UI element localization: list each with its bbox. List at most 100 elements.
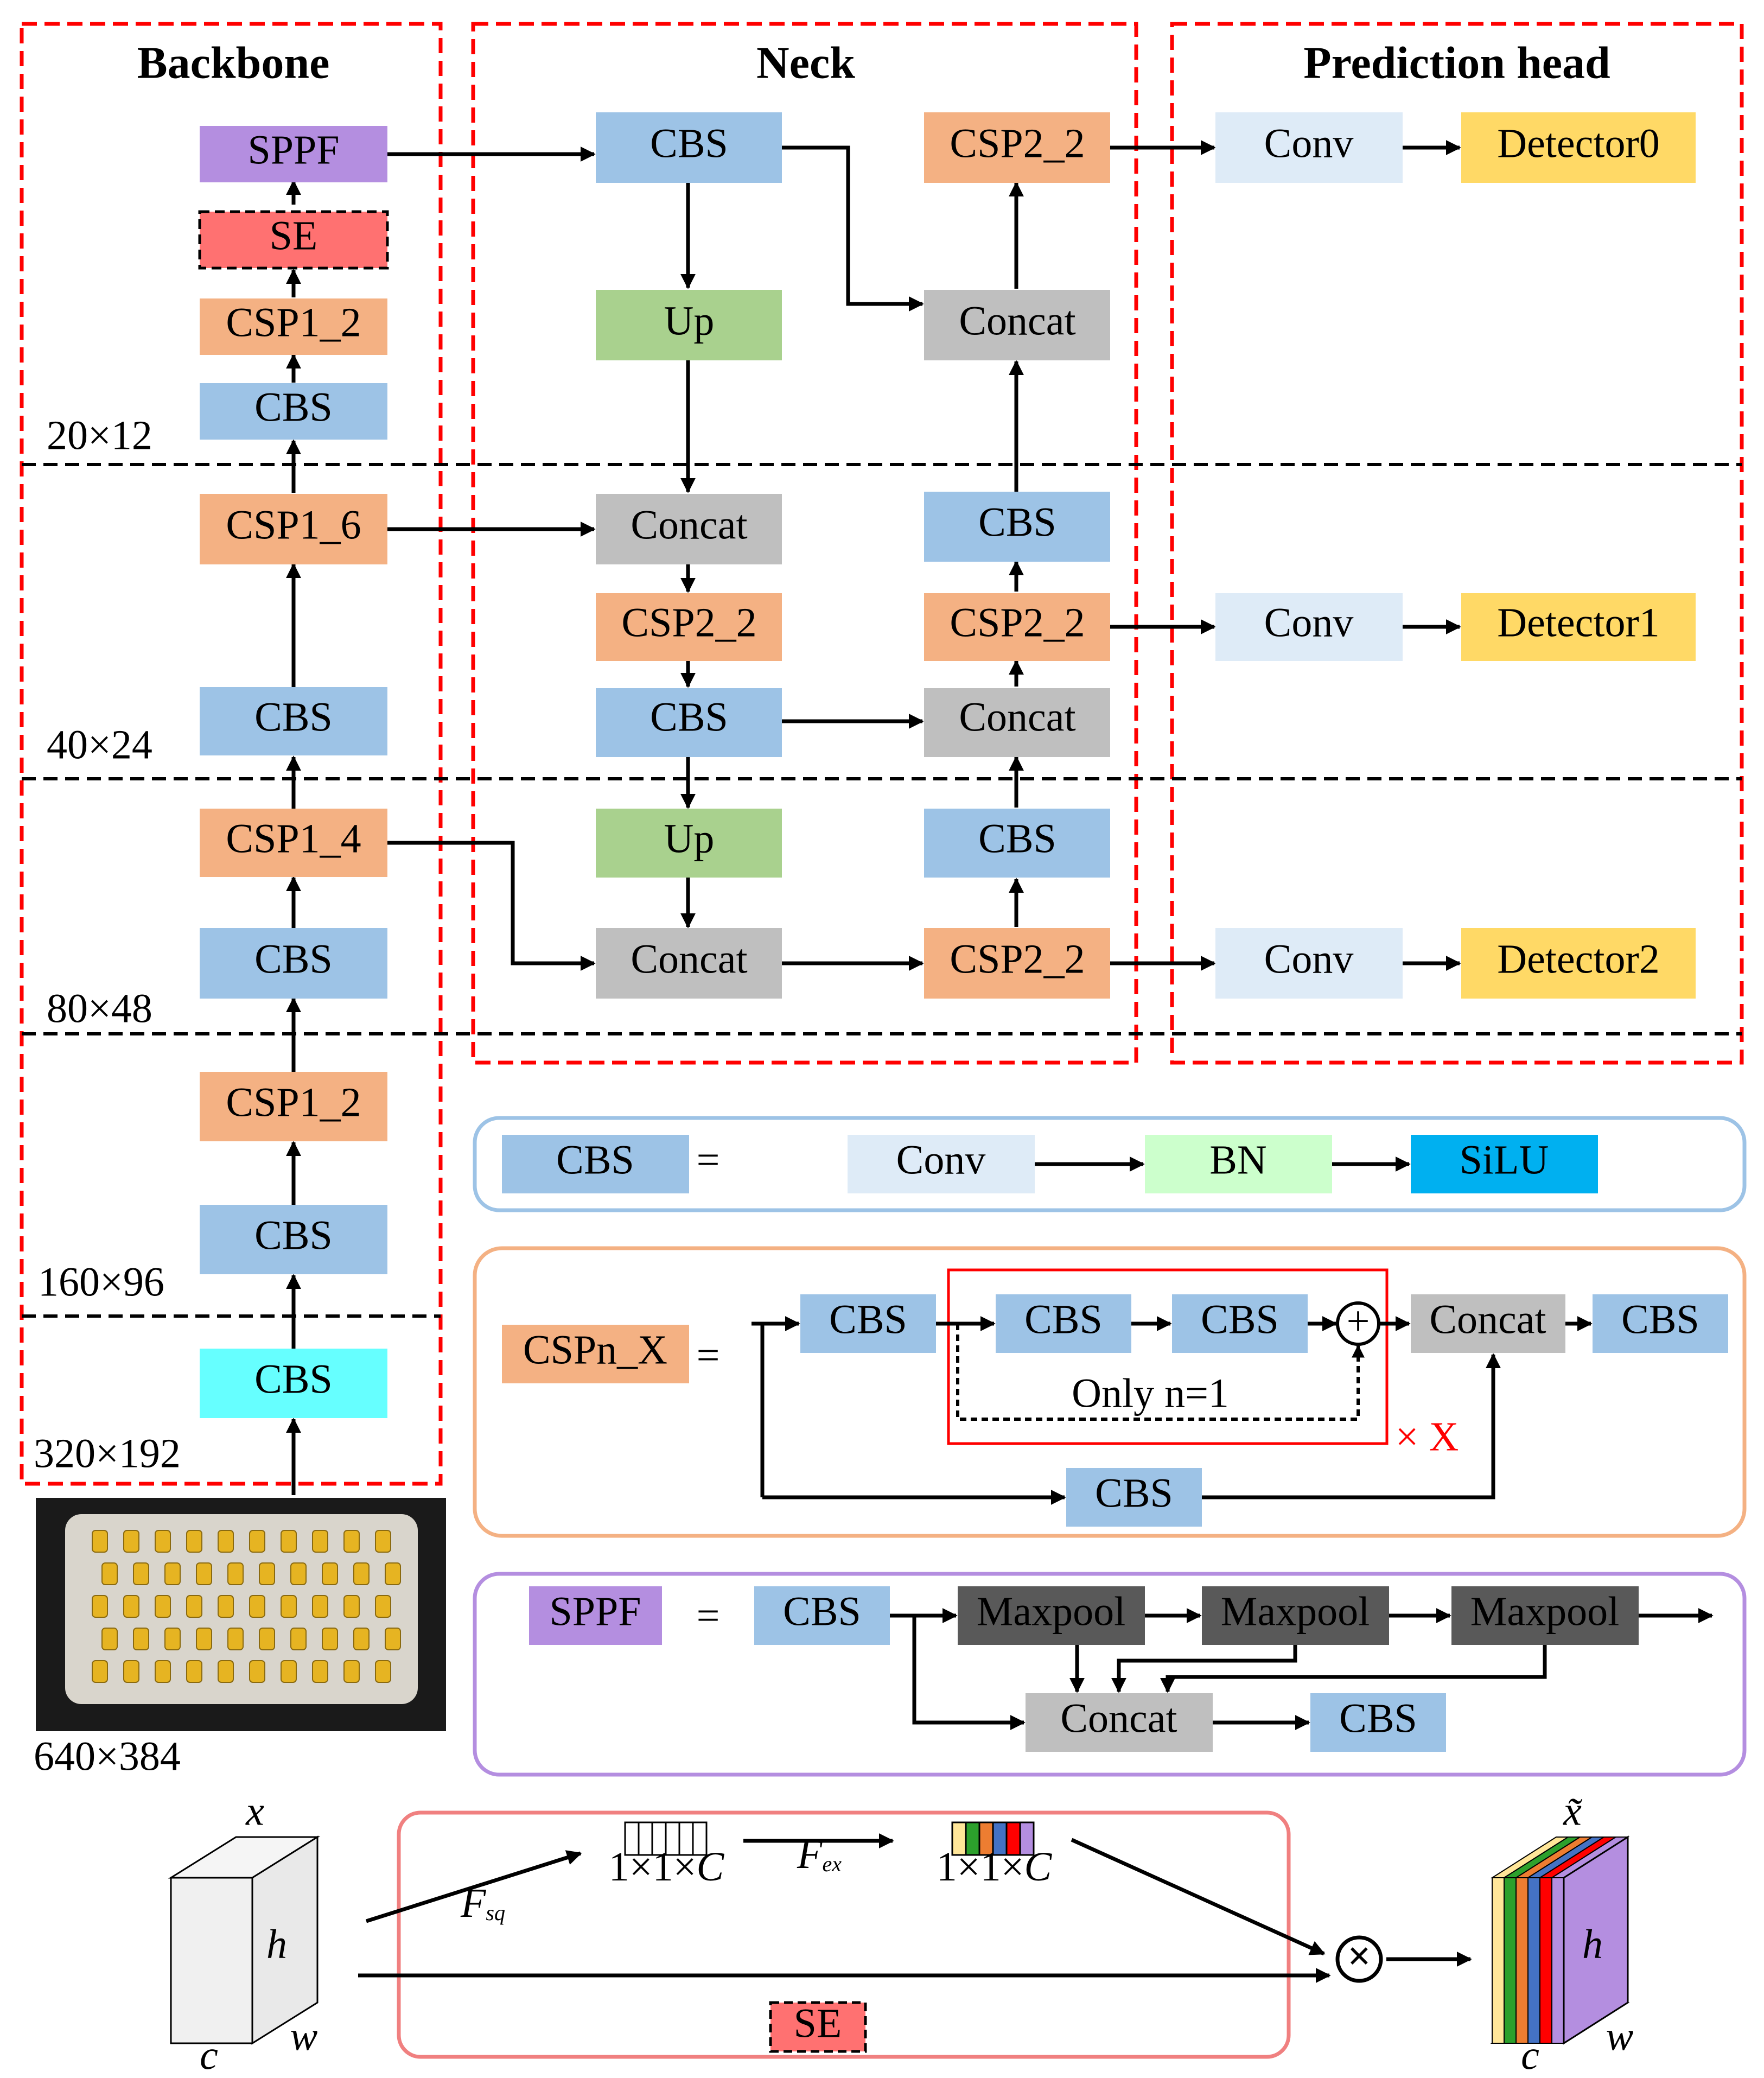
maxpool-block: [958, 1586, 1145, 1645]
maxpool-label: Maxpool: [1221, 1588, 1370, 1634]
connector-pin: [164, 1628, 181, 1650]
connector-pin: [155, 1530, 171, 1553]
detector-block: [1461, 112, 1696, 183]
concat-block: [596, 494, 782, 564]
connector-pin: [322, 1562, 338, 1585]
connector-pin: [259, 1562, 275, 1585]
conv-label: Conv: [1264, 600, 1354, 645]
connector-pin: [186, 1660, 202, 1683]
cbs-block: [596, 688, 782, 757]
connector-pin: [155, 1595, 171, 1618]
h-label: h: [266, 1921, 287, 1967]
connector-pin: [186, 1530, 202, 1553]
detector-block: [1461, 928, 1696, 999]
vector-cell: [624, 1821, 640, 1856]
vector-cell: [1019, 1821, 1035, 1856]
cbs-label: CBS: [254, 1212, 333, 1258]
conv-block: [848, 1135, 1035, 1193]
connector-pin: [218, 1530, 234, 1553]
csp1-6-block: [200, 494, 387, 564]
neck-title: Neck: [756, 37, 855, 88]
csp1-2-block: [200, 1072, 387, 1141]
c-label: c: [200, 2032, 218, 2075]
maxpool-block: [1202, 1586, 1389, 1645]
shortcut-dashed: [956, 1324, 1365, 1421]
cbs-block: [200, 1205, 387, 1274]
neck-frame: [471, 22, 1138, 1065]
connector-pin: [196, 1628, 212, 1650]
cbs-block: [1066, 1468, 1202, 1527]
maxpool-block: [1451, 1586, 1639, 1645]
connector-pin: [343, 1660, 360, 1683]
cbs-block: [800, 1294, 936, 1353]
csp-legend-key-label: CSPn_X: [523, 1327, 667, 1372]
add-symbol: +: [1347, 1298, 1370, 1344]
cbs-block: [1310, 1693, 1446, 1752]
se-badge: [769, 2001, 867, 2053]
head-frame: [1170, 22, 1744, 1065]
detector-label: Detector1: [1497, 600, 1660, 645]
connector-pin: [281, 1595, 297, 1618]
connector-pin: [123, 1530, 139, 1553]
connector-pin: [249, 1530, 265, 1553]
connector-pin: [385, 1628, 401, 1650]
connector-pin: [92, 1660, 108, 1683]
bn-label: BN: [1209, 1137, 1267, 1183]
connector-pin: [227, 1628, 244, 1650]
cbs-label: CBS: [829, 1297, 907, 1342]
connector-pin: [375, 1530, 391, 1553]
se-diagram-frame: [397, 1810, 1291, 2059]
concat-label: Concat: [1429, 1297, 1546, 1342]
connector-pin: [353, 1562, 370, 1585]
connector-pin: [249, 1595, 265, 1618]
concat-block: [596, 928, 782, 999]
connector-pin: [375, 1660, 391, 1683]
vector-cell: [651, 1821, 667, 1856]
up-block: [596, 809, 782, 878]
connector-pin: [164, 1562, 181, 1585]
cbs-label: CBS: [978, 499, 1056, 545]
conv-block: [1215, 112, 1403, 183]
cbs-label: CBS: [1339, 1695, 1417, 1741]
cbs-block: [924, 492, 1110, 562]
connector-pin: [312, 1530, 328, 1553]
connector-pin: [133, 1628, 149, 1650]
csp-legend-arrows: [752, 1316, 1593, 1505]
csp2-2-label: CSP2_2: [950, 600, 1085, 645]
vector-cell: [1005, 1821, 1021, 1856]
vector-cell: [665, 1821, 680, 1856]
connector-pin: [218, 1595, 234, 1618]
cbs-label: CBS: [1095, 1470, 1173, 1516]
excitation-vector: [951, 1821, 1035, 1856]
sppf-legend-key-label: SPPF: [549, 1588, 641, 1634]
conv-label: Conv: [896, 1137, 986, 1183]
csp1-2-label: CSP1_2: [226, 1079, 361, 1125]
sppf-block: [200, 126, 387, 182]
connector-pin: [155, 1660, 171, 1683]
vector-cell: [951, 1821, 967, 1856]
connector-pin: [249, 1660, 265, 1683]
cbs-input-label: CBS: [254, 1356, 333, 1402]
conv-block: [1215, 593, 1403, 661]
scale-label: 640×384: [34, 1733, 181, 1779]
h-label: h: [1582, 1921, 1603, 1967]
w-label: w: [1606, 2013, 1634, 2059]
conv-label: Conv: [1264, 936, 1354, 982]
maxpool-label: Maxpool: [977, 1588, 1125, 1634]
cbs-label: CBS: [978, 816, 1056, 861]
squeeze-vector-label: 1×1×C: [609, 1844, 725, 1890]
equals-sign: =: [697, 1137, 720, 1183]
excitation-vector-label: 1×1×C: [937, 1844, 1053, 1890]
csp1-4-block: [200, 809, 387, 877]
head-arrows: [1110, 140, 1461, 971]
connector-pin: [353, 1628, 370, 1650]
connector-pin: [259, 1628, 275, 1650]
se-label: SE: [270, 213, 318, 258]
input-feature-cube: [168, 1835, 321, 2045]
csp-legend-frame: [473, 1246, 1747, 1538]
concat-block: [1026, 1693, 1213, 1752]
concat-label: Concat: [959, 694, 1075, 740]
connector-pin: [343, 1595, 360, 1618]
conv-label: Conv: [1264, 120, 1354, 166]
